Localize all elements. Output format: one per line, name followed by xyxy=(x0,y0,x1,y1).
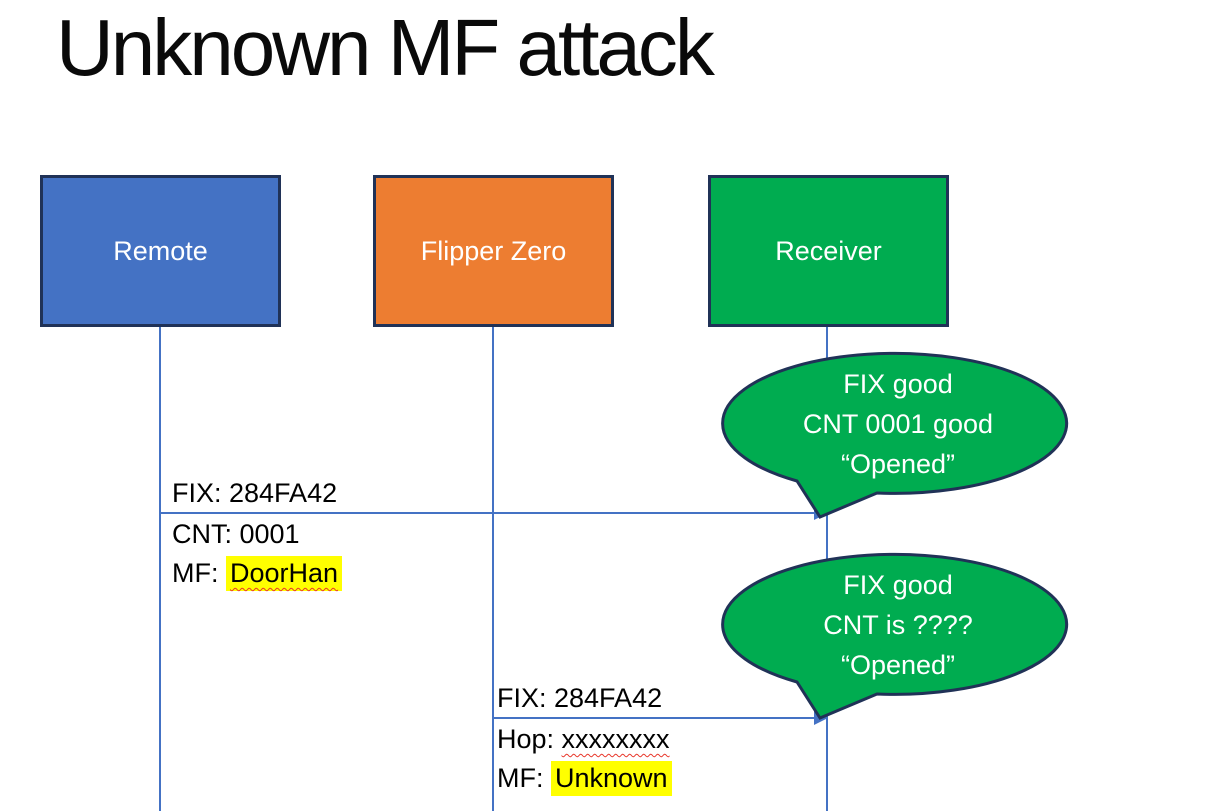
slide-title: Unknown MF attack xyxy=(56,3,715,92)
message-1-cnt-value: 0001 xyxy=(239,519,300,549)
actor-box-receiver: Receiver xyxy=(708,175,949,327)
actor-label-receiver: Receiver xyxy=(775,235,882,266)
lifeline-remote xyxy=(159,327,161,811)
message-1-mf-prefix: MF: xyxy=(172,558,226,588)
callout-2-line-2: CNT is ???? xyxy=(823,610,973,640)
message-2-mf-prefix: MF: xyxy=(497,763,551,793)
callout-2-line-3: “Opened” xyxy=(840,650,956,680)
callout-2-text: FIX good CNT is ???? “Opened” xyxy=(718,565,1078,685)
speech-bubble-shape xyxy=(721,552,1069,720)
message-1-cnt-prefix: CNT: xyxy=(172,519,240,549)
message-1-label-cnt: CNT: 0001 xyxy=(172,518,300,550)
message-2-label-fix: FIX: 284FA42 xyxy=(497,683,663,713)
message-2-label-mf: MF: Unknown xyxy=(497,761,672,796)
actor-label-flipper-zero: Flipper Zero xyxy=(420,235,567,266)
message-2-mf-value-highlighted: Unknown xyxy=(551,761,672,796)
callout-1-line-3: “Opened” xyxy=(840,449,956,479)
message-1-mf-value-highlighted: DoorHan xyxy=(226,556,343,591)
message-1-label-mf: MF: DoorHan xyxy=(172,556,343,591)
callout-2-line-1: FIX good xyxy=(843,570,953,600)
message-2-label-hop: Hop: xxxxxxxx xyxy=(497,723,670,755)
message-1-line xyxy=(160,512,816,514)
callout-receiver-1: FIX good CNT 0001 good “Opened” xyxy=(718,351,1078,521)
actor-box-flipper-zero: Flipper Zero xyxy=(373,175,614,327)
callout-2-shape xyxy=(721,552,1069,720)
speech-bubble-shape xyxy=(721,351,1069,519)
callout-1-line-1: FIX good xyxy=(843,369,953,399)
callout-1-text: FIX good CNT 0001 good “Opened” xyxy=(718,364,1078,484)
actor-box-remote: Remote xyxy=(40,175,281,327)
message-1-label-fix: FIX: 284FA42 xyxy=(172,478,338,508)
message-2-hop-value-squiggled: xxxxxxxx xyxy=(561,724,670,754)
message-2-line xyxy=(493,717,816,719)
callout-1-shape xyxy=(721,351,1069,519)
callout-1-line-2: CNT 0001 good xyxy=(802,409,994,439)
actor-label-remote: Remote xyxy=(113,235,208,266)
message-2-hop-prefix: Hop: xyxy=(497,724,562,754)
callout-receiver-2: FIX good CNT is ???? “Opened” xyxy=(718,552,1078,722)
lifeline-flipper-zero xyxy=(492,327,494,811)
